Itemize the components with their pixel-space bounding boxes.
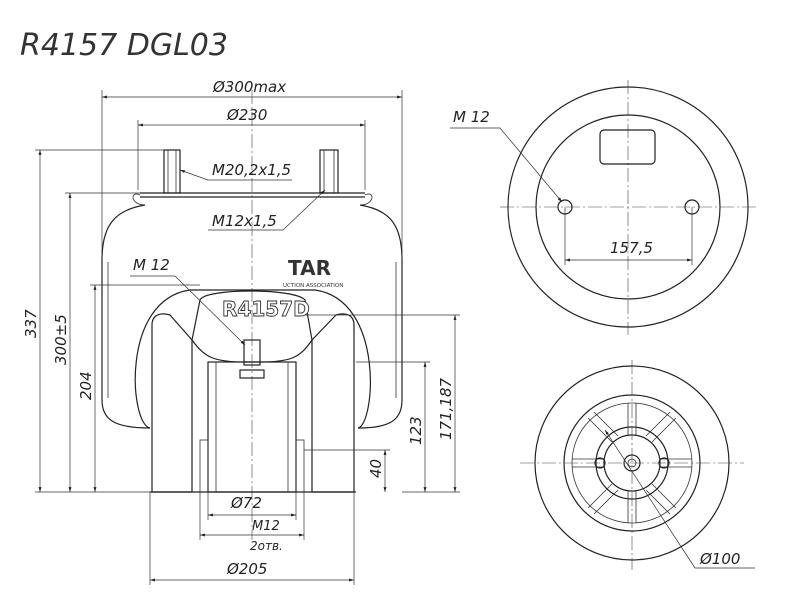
bellow-roll [134, 289, 371, 429]
logo-part: R4157D [222, 297, 310, 321]
m12-side-label: M 12 [133, 256, 170, 274]
plate-crimp [132, 193, 373, 206]
bottom-view-ribs [572, 403, 692, 523]
dim-m12-bottom: M12 [252, 519, 280, 534]
piston-left [151, 313, 193, 493]
thread-m20-label: M20,2x1,5 [212, 161, 291, 179]
dim-holes: 2отв. [250, 539, 283, 553]
bellow-right [357, 204, 403, 429]
air-port [599, 129, 656, 165]
dim-h40: 40 [367, 459, 385, 478]
dim-h300: 300±5 [52, 314, 70, 365]
dim-d72: Ø72 [230, 494, 262, 512]
dim-h171: 171,187 [437, 378, 455, 440]
center-bolt [243, 339, 261, 366]
thread-m12-label: M12x1,5 [212, 212, 277, 230]
top-plate [140, 192, 365, 198]
logo-brand: TAR [288, 256, 331, 280]
dim-h123: 123 [407, 416, 425, 445]
dim-d230: Ø230 [226, 106, 267, 124]
dim-d205: Ø205 [226, 560, 267, 578]
side-view: TAR UCTION ASSOCIATION R4157D Ø300max Ø2… [22, 78, 460, 585]
dim-d100: Ø100 [699, 550, 740, 568]
bellow-left [101, 204, 151, 429]
logo-tagline: UCTION ASSOCIATION [283, 283, 343, 289]
m12-top-label: M 12 [453, 108, 490, 126]
dim-h204: 204 [77, 371, 95, 400]
dim-h337: 337 [22, 309, 40, 338]
dim-w157: 157,5 [610, 239, 653, 257]
piston-cap [191, 290, 313, 363]
piston-right [311, 313, 355, 493]
drawing-title: R4157 DGL03 [20, 28, 228, 63]
dim-d300: Ø300max [212, 78, 286, 96]
stud-right [319, 149, 339, 194]
stud-left [163, 149, 181, 194]
top-view: 157,5 M 12 [450, 80, 756, 335]
bottom-view: Ø100 [520, 360, 755, 570]
